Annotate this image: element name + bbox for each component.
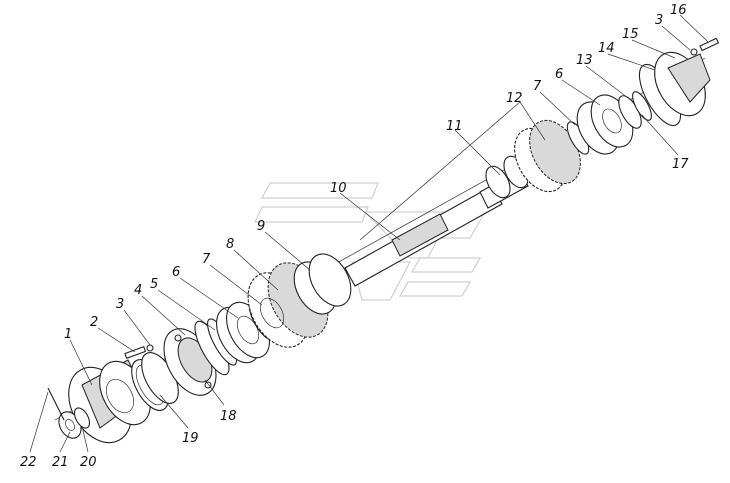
callout-3: 3 (116, 297, 124, 312)
callout-16: 16 (670, 3, 687, 18)
part-20-washer (73, 407, 91, 429)
part-22-cotter-pin (47, 387, 65, 421)
callout-14: 14 (598, 41, 615, 56)
part-17-snap-ring (632, 91, 652, 121)
callout-12: 12 (506, 91, 523, 106)
callout-7-right: 7 (533, 79, 542, 94)
part-3-washer-right (690, 48, 698, 56)
callout-11: 11 (446, 119, 463, 134)
callout-labels: 1 2 3 4 5 6 7 8 9 10 11 12 7 6 13 14 15 … (20, 3, 689, 470)
callout-2: 2 (90, 315, 98, 330)
callout-6-right: 6 (555, 67, 563, 82)
callout-19: 19 (182, 431, 199, 446)
part-16-bolt (699, 37, 720, 52)
part-3-washer (146, 344, 154, 352)
part-2-bolt (124, 345, 147, 359)
part-19-seal-rings (131, 352, 179, 411)
callout-3-right: 3 (655, 13, 663, 28)
callout-20: 20 (80, 455, 97, 470)
part-9-hub (293, 253, 352, 315)
callout-15: 15 (622, 27, 639, 42)
callout-6: 6 (172, 265, 180, 280)
callout-4: 4 (134, 283, 142, 298)
callout-22: 22 (20, 455, 37, 470)
callout-21: 21 (52, 455, 69, 470)
callout-8: 8 (226, 237, 234, 252)
callout-18: 18 (220, 409, 237, 424)
callout-1: 1 (64, 327, 72, 342)
callout-10: 10 (330, 181, 347, 196)
callout-7: 7 (202, 252, 211, 267)
callout-9: 9 (257, 219, 265, 234)
leader-lines (29, 14, 709, 453)
part-15-end-cover (654, 51, 711, 117)
callout-5: 5 (150, 277, 158, 292)
callout-13: 13 (576, 53, 593, 68)
callout-17: 17 (672, 157, 689, 172)
